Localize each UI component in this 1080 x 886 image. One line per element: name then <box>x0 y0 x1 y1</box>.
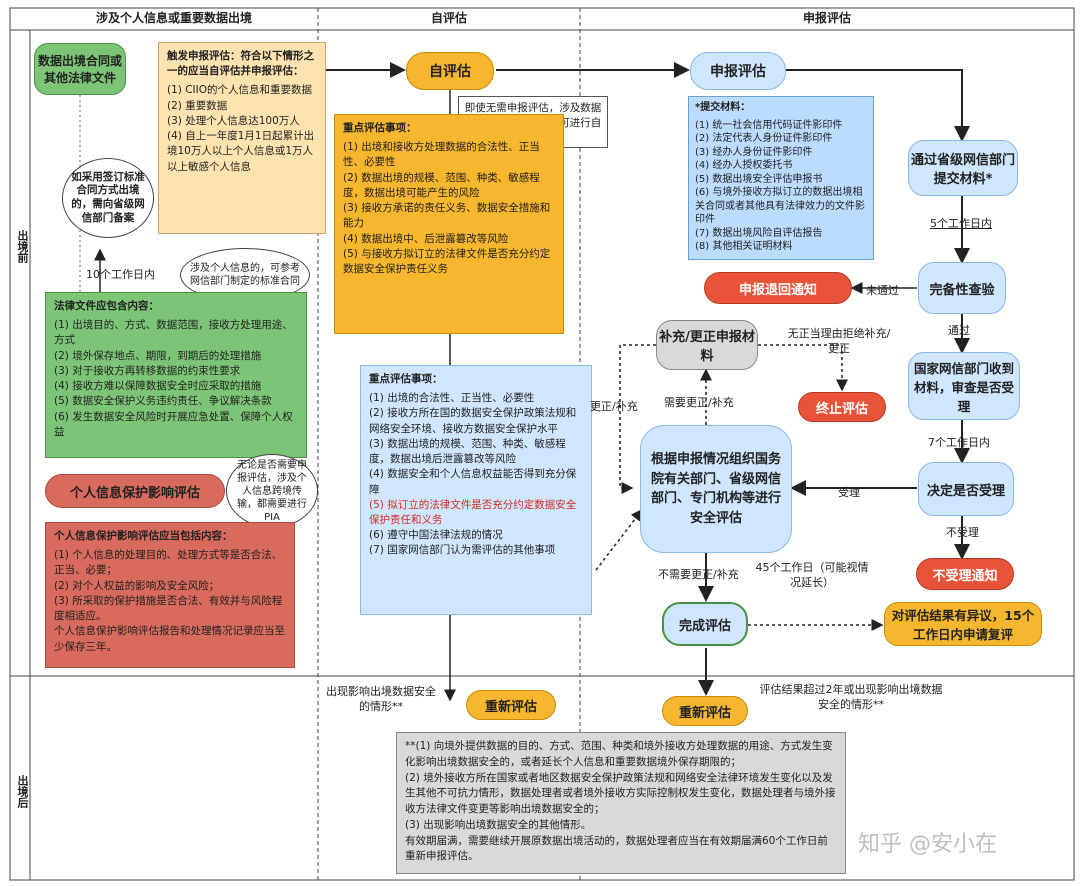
decide-accept-node: 决定是否受理 <box>918 462 1014 516</box>
legal-item: (3) 对于接收方再转移数据的约束性要求 <box>54 364 241 377</box>
footnote-item: (2) 境外接收方所在国家或者地区数据安全保护政策法规和网络安全法律环境发生变化… <box>405 771 836 816</box>
completeness-check-node: 完备性查验 <box>918 262 1006 314</box>
pia-callout: 无论是否需要申报评估，涉及个人信息跨境传输，都需要进行PIA <box>226 454 318 528</box>
self-focus-title: 重点评估事项： <box>343 122 417 134</box>
self-focus-item: (4) 数据出境中、后泄露篡改等风险 <box>343 232 509 245</box>
trigger-item: (2) 重要数据 <box>167 99 228 112</box>
legal-document-box: 法律文件应包含内容： (1) 出境目的、方式、数据范围，接收方处理用途、方式 (… <box>45 292 307 458</box>
declaration-focus-title: 重点评估事项： <box>369 373 443 385</box>
reject-notice-node: 不受理通知 <box>916 558 1014 590</box>
header-declaration: 申报评估 <box>802 11 851 25</box>
declaration-focus-item: (2) 接收方所在国的数据安全保护政策法规和网络安全环境、接收方数据安全保护水平 <box>369 407 577 435</box>
complete-assessment-node: 完成评估 <box>662 602 748 646</box>
declaration-focus-item: (4) 数据安全和个人信息权益能否得到充分保障 <box>369 468 577 496</box>
legal-item: (5) 数据安全保护义务违约责任、争议解决条款 <box>54 395 272 408</box>
need-supplement-label: 需要更正/补充 <box>664 396 734 409</box>
footnote-item: **(1) 向境外提供数据的目的、方式、范围、种类和境外接收方处理数据的用途、方… <box>405 740 833 768</box>
pia-item: 个人信息保护影响评估报告和处理情况记录应当至少保存三年。 <box>54 625 285 653</box>
self-focus-item: (2) 数据出境的规模、范围、种类、敏感程度，数据出境可能产生的风险 <box>343 171 540 199</box>
trigger-item: (3) 处理个人信息达100万人 <box>167 114 300 127</box>
self-focus-box: 重点评估事项： (1) 出境和接收方处理数据的合法性、正当性、必要性 (2) 数… <box>334 114 564 334</box>
pia-node: 个人信息保护影响评估 <box>45 474 225 508</box>
materials-item: (8) 其他相关证明材料 <box>695 241 793 252</box>
filing-callout: 如采用签订标准合同方式出境的，需向省级网信部门备案 <box>62 158 154 238</box>
pia-item: (3) 所采取的保护措施是否合法、有效并与风险程度相适应。 <box>54 594 283 623</box>
declaration-focus-item: (3) 数据出境的规模、范围、种类、敏感程度，数据出境后泄露篡改等风险 <box>369 437 566 466</box>
materials-title: *提交材料： <box>695 102 751 113</box>
not-accept-label: 不受理 <box>946 526 979 539</box>
terminate-node: 终止评估 <box>798 392 886 422</box>
accept-label: 受理 <box>838 486 860 499</box>
condition-label-1: 出现影响出境数据安全的情形** <box>326 685 436 714</box>
declaration-focus-box: 重点评估事项： (1) 出境的合法性、正当性、必要性 (2) 接收方所在国的数据… <box>360 365 592 615</box>
self-focus-item: (1) 出境和接收方处理数据的合法性、正当性、必要性 <box>343 141 540 169</box>
organize-assessment-node: 根据申报情况组织国务院有关部门、省级网信部门、专门机构等进行安全评估 <box>640 425 792 553</box>
declaration-focus-item: (5) 拟订立的法律文件是否充分约定数据安全保护责任和义务 <box>369 498 577 526</box>
declaration-focus-item: (7) 国家网信部门认为需评估的其他事项 <box>369 544 556 557</box>
return-notice-node: 申报退回通知 <box>704 272 852 304</box>
lane-before-export: 出境前 <box>16 230 29 263</box>
materials-item: (4) 经办人授权委托书 <box>695 160 793 171</box>
self-focus-item: (5) 与接收方拟订立的法律文件是否充分约定数据安全保护责任义务 <box>343 247 551 275</box>
declaration-node: 申报评估 <box>690 52 786 90</box>
pia-item: (1) 个人信息的处理目的、处理方式等是否合法、正当、必要； <box>54 549 283 577</box>
trigger-item: (1) CIIO的个人信息和重要数据 <box>167 84 313 97</box>
legal-item: (1) 出境目的、方式、数据范围，接收方处理用途、方式 <box>54 319 293 347</box>
re-assessment-node-1: 重新评估 <box>466 690 556 720</box>
supplement-node: 补充/更正申报材料 <box>656 320 758 370</box>
trigger-box: 触发申报评估：符合以下情形之一的应当自评估并申报评估： (1) CIIO的个人信… <box>158 42 326 234</box>
legal-item: (6) 发生数据安全风险时开展应急处置、保障个人权益 <box>54 410 293 438</box>
materials-box: *提交材料： (1) 统一社会信用代码证件影印件 (2) 法定代表人身份证件影印… <box>688 96 874 260</box>
materials-item: (5) 数据出境安全评估申报书 <box>695 173 823 185</box>
cac-receive-node: 国家网信部门收到材料，审查是否受理 <box>908 352 1020 420</box>
five-days-label: 5个工作日内 <box>930 217 992 230</box>
footnote-item: (3) 出现影响出境数据安全的其他情形。 <box>405 818 592 831</box>
trigger-title: 触发申报评估：符合以下情形之一的应当自评估并申报评估： <box>167 50 314 78</box>
no-need-supplement-label: 不需要更正/补充 <box>658 568 739 581</box>
days45-label: 45个工作日（可能视情况延长） <box>755 561 869 590</box>
contract-node: 数据出境合同或其他法律文件 <box>34 43 126 95</box>
seven-days-label: 7个工作日内 <box>928 436 990 449</box>
condition-label-2: 评估结果超过2年或出现影响出境数据安全的情形** <box>759 683 943 712</box>
declaration-focus-item: (6) 遵守中国法律法规的情况 <box>369 529 503 542</box>
pia-item: (2) 对个人权益的影响及安全风险； <box>54 579 220 592</box>
legal-title: 法律文件应包含内容： <box>54 300 159 312</box>
no-reason-label: 无正当理由拒绝补充/更正 <box>787 327 891 356</box>
legal-item: (4) 接收方难以保障数据安全时应采取的措施 <box>54 380 262 393</box>
supplement-correct-label: 更正/补充 <box>590 400 638 413</box>
materials-item: (7) 数据出境风险自评估报告 <box>695 227 823 239</box>
materials-item: (3) 经办人身份证件影印件 <box>695 146 813 158</box>
ten-days-label: 10个工作日内 <box>86 268 155 281</box>
not-pass-label: 未通过 <box>866 284 899 297</box>
watermark: 知乎 @安小在 <box>858 832 997 857</box>
pia-title: 个人信息保护影响评估应当包括内容： <box>54 530 233 542</box>
self-assessment-node: 自评估 <box>406 52 494 90</box>
legal-item: (2) 境外保存地点、期限，到期后的处理措施 <box>54 349 262 362</box>
re-assessment-node-2: 重新评估 <box>662 696 748 726</box>
trigger-item: (4) 自上一年度1月1日起累计出境10万人以上个人信息或1万人以上敏感个人信息 <box>167 130 315 173</box>
header-cross-border: 涉及个人信息或重要数据出境 <box>95 11 252 25</box>
objection-node: 对评估结果有异议，15个工作日内申请复评 <box>884 602 1042 646</box>
footnote-item: 有效期届满，需要继续开展原数据出境活动的，数据处理者应当在有效期届满60个工作日… <box>405 834 828 863</box>
materials-item: (1) 统一社会信用代码证件影印件 <box>695 119 843 131</box>
footnote-box: **(1) 向境外提供数据的目的、方式、范围、种类和境外接收方处理数据的用途、方… <box>396 732 846 874</box>
materials-item: (6) 与境外接收方拟订立的数据出境相关合同或者其他具有法律效力的文件影印件 <box>695 187 865 225</box>
self-focus-item: (3) 接收方承诺的责任义务、数据安全措施和能力 <box>343 202 551 230</box>
declaration-focus-item: (1) 出境的合法性、正当性、必要性 <box>369 392 535 405</box>
submit-node: 通过省级网信部门提交材料* <box>908 140 1018 196</box>
pia-content-box: 个人信息保护影响评估应当包括内容： (1) 个人信息的处理目的、处理方式等是否合… <box>45 522 295 668</box>
lane-after-export: 出境后 <box>16 775 29 808</box>
materials-item: (2) 法定代表人身份证件影印件 <box>695 133 833 144</box>
pass-label: 通过 <box>948 324 970 337</box>
header-self-assessment: 自评估 <box>430 11 467 25</box>
